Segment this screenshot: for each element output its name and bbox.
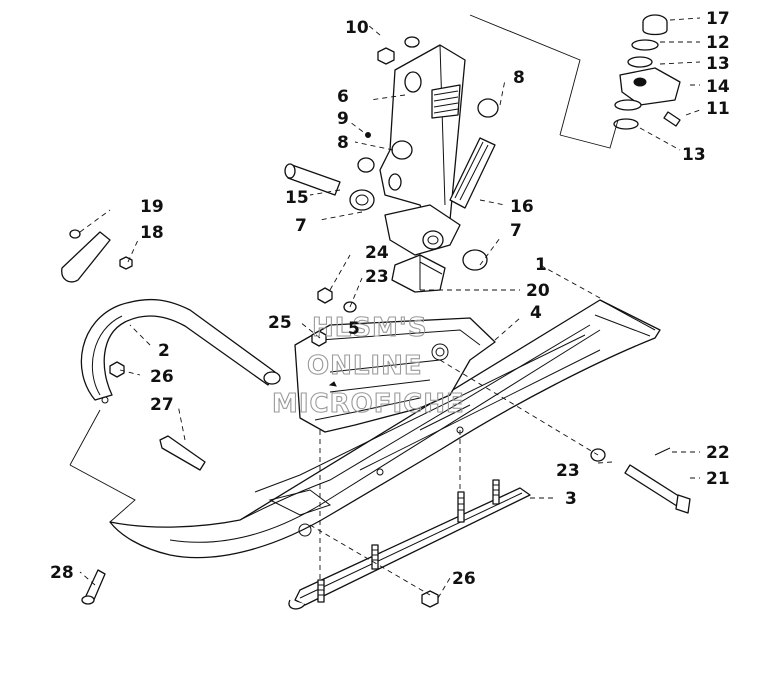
callout-24: 24 — [365, 243, 389, 263]
watermark-line-1: HLSM'S — [312, 313, 428, 343]
spindle — [379, 44, 466, 231]
callout-4: 4 — [530, 303, 542, 323]
callout-11: 11 — [706, 99, 730, 119]
ski-runner — [288, 479, 531, 610]
callout-3: 3 — [565, 489, 577, 509]
callout-20: 20 — [526, 281, 550, 301]
callout-6: 6 — [337, 87, 349, 107]
callout-21: 21 — [706, 469, 730, 489]
callout-23-lower: 23 — [556, 461, 580, 481]
watermark-line-3: MICROFICHE — [272, 389, 465, 419]
bushings — [284, 98, 499, 271]
callout-12: 12 — [706, 33, 730, 53]
small-hardware — [61, 36, 691, 608]
callout-1: 1 — [535, 255, 547, 275]
ski-body — [109, 299, 661, 559]
callout-7-right: 7 — [510, 221, 522, 241]
spindle-top-hardware — [613, 14, 681, 130]
callout-5: 5 — [348, 319, 360, 339]
callout-23-upper: 23 — [365, 267, 389, 287]
spindle-arm — [384, 204, 461, 256]
callout-9: 9 — [337, 109, 349, 129]
callout-16: 16 — [510, 197, 534, 217]
spindle-decal — [449, 137, 496, 209]
callout-22: 22 — [706, 443, 730, 463]
callout-8-right: 8 — [513, 68, 525, 88]
callout-18: 18 — [140, 223, 164, 243]
callout-25: 25 — [268, 313, 292, 333]
callout-13-bottom: 13 — [682, 145, 706, 165]
callouts: 1 2 3 4 5 6 7 7 8 8 9 10 11 12 13 13 14 … — [50, 9, 730, 589]
callout-8-left: 8 — [337, 133, 349, 153]
bumper-block — [391, 254, 446, 293]
callout-26-lower: 26 — [452, 569, 476, 589]
callout-19: 19 — [140, 197, 164, 217]
callout-27: 27 — [150, 395, 174, 415]
callout-7-left: 7 — [295, 216, 307, 236]
callout-2: 2 — [158, 341, 170, 361]
callout-13-top: 13 — [706, 54, 730, 74]
callout-26-upper: 26 — [150, 367, 174, 387]
leader-lines — [69, 14, 701, 599]
watermark-line-2: ONLINE — [307, 351, 423, 381]
ski-saddle — [294, 317, 496, 433]
watermark: HLSM'S ONLINE MICROFICHE — [271, 312, 465, 419]
ski-handle-loop — [80, 298, 281, 404]
callout-10: 10 — [345, 18, 369, 38]
callout-28: 28 — [50, 563, 74, 583]
callout-15: 15 — [285, 188, 309, 208]
callout-17: 17 — [706, 9, 730, 29]
callout-14: 14 — [706, 77, 730, 97]
